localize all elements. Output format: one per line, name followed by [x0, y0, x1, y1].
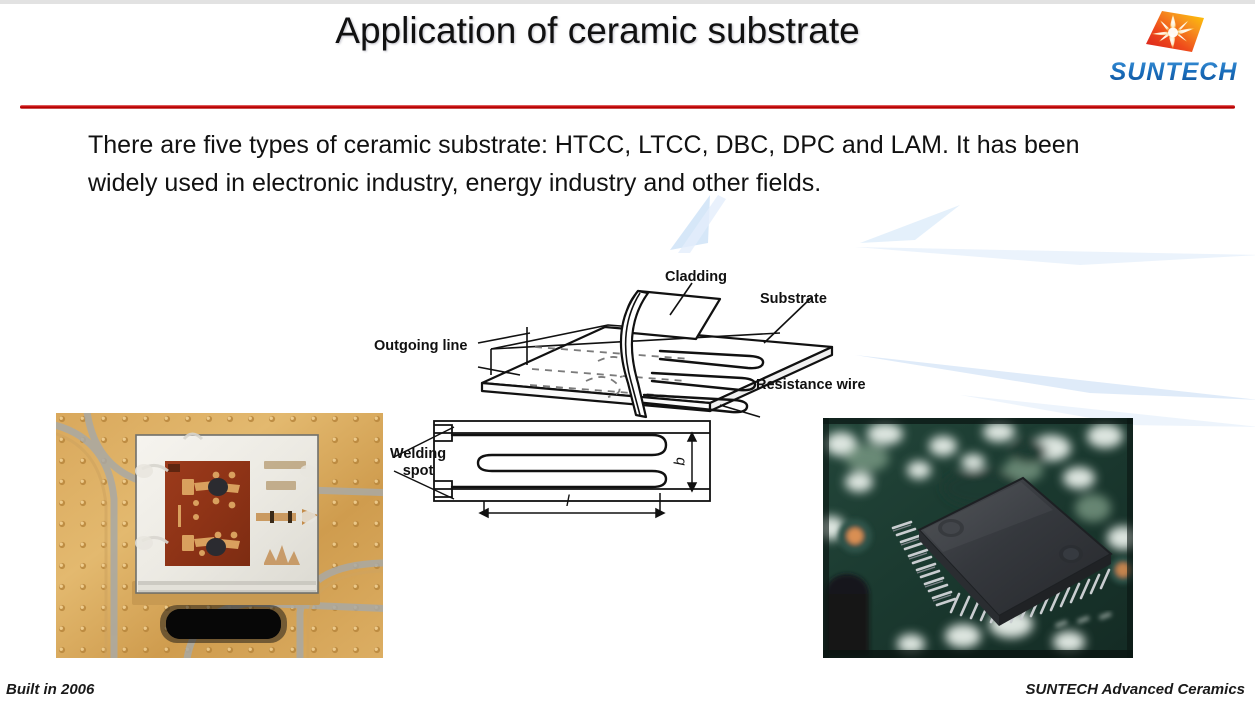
- top-strip: [0, 0, 1255, 4]
- body-paragraph: There are five types of ceramic substrat…: [88, 131, 1080, 197]
- footer-left-text: Built in 2006: [6, 681, 95, 698]
- page-title-text: Application of ceramic substrate: [335, 10, 860, 51]
- page-title: Application of ceramic substrate: [0, 8, 1255, 54]
- photo-pcb-qfp-chip: [823, 418, 1133, 658]
- logo: SUNTECH: [1106, 8, 1241, 96]
- diagram-label-welding-spot: Welding spot: [379, 446, 457, 480]
- diagram-label-cladding: Cladding: [665, 269, 728, 285]
- footer-right-text: SUNTECH Advanced Ceramics: [1025, 681, 1245, 698]
- header-divider: [20, 105, 1235, 109]
- diagram-label-outgoing-line: Outgoing line: [374, 338, 468, 354]
- dimension-l-text: l: [566, 493, 570, 510]
- diagram-label-resistance-wire: Resistance wire: [756, 377, 866, 393]
- plan-view-diagram: Welding spot b l: [380, 415, 720, 530]
- logo-wordmark: SUNTECH: [1106, 58, 1241, 87]
- technical-diagram: Cladding Substrate Outgoing line Resista…: [360, 255, 900, 545]
- dimension-b-text: b: [671, 457, 689, 466]
- dimension-label-l: l: [566, 493, 570, 511]
- diagram-label-substrate: Substrate: [760, 291, 827, 307]
- suntech-logo-icon: [1142, 8, 1208, 58]
- photo-ceramic-substrate-module: [56, 413, 383, 658]
- dimension-label-b: b: [672, 457, 689, 465]
- welding-spot-text: Welding spot: [389, 446, 447, 479]
